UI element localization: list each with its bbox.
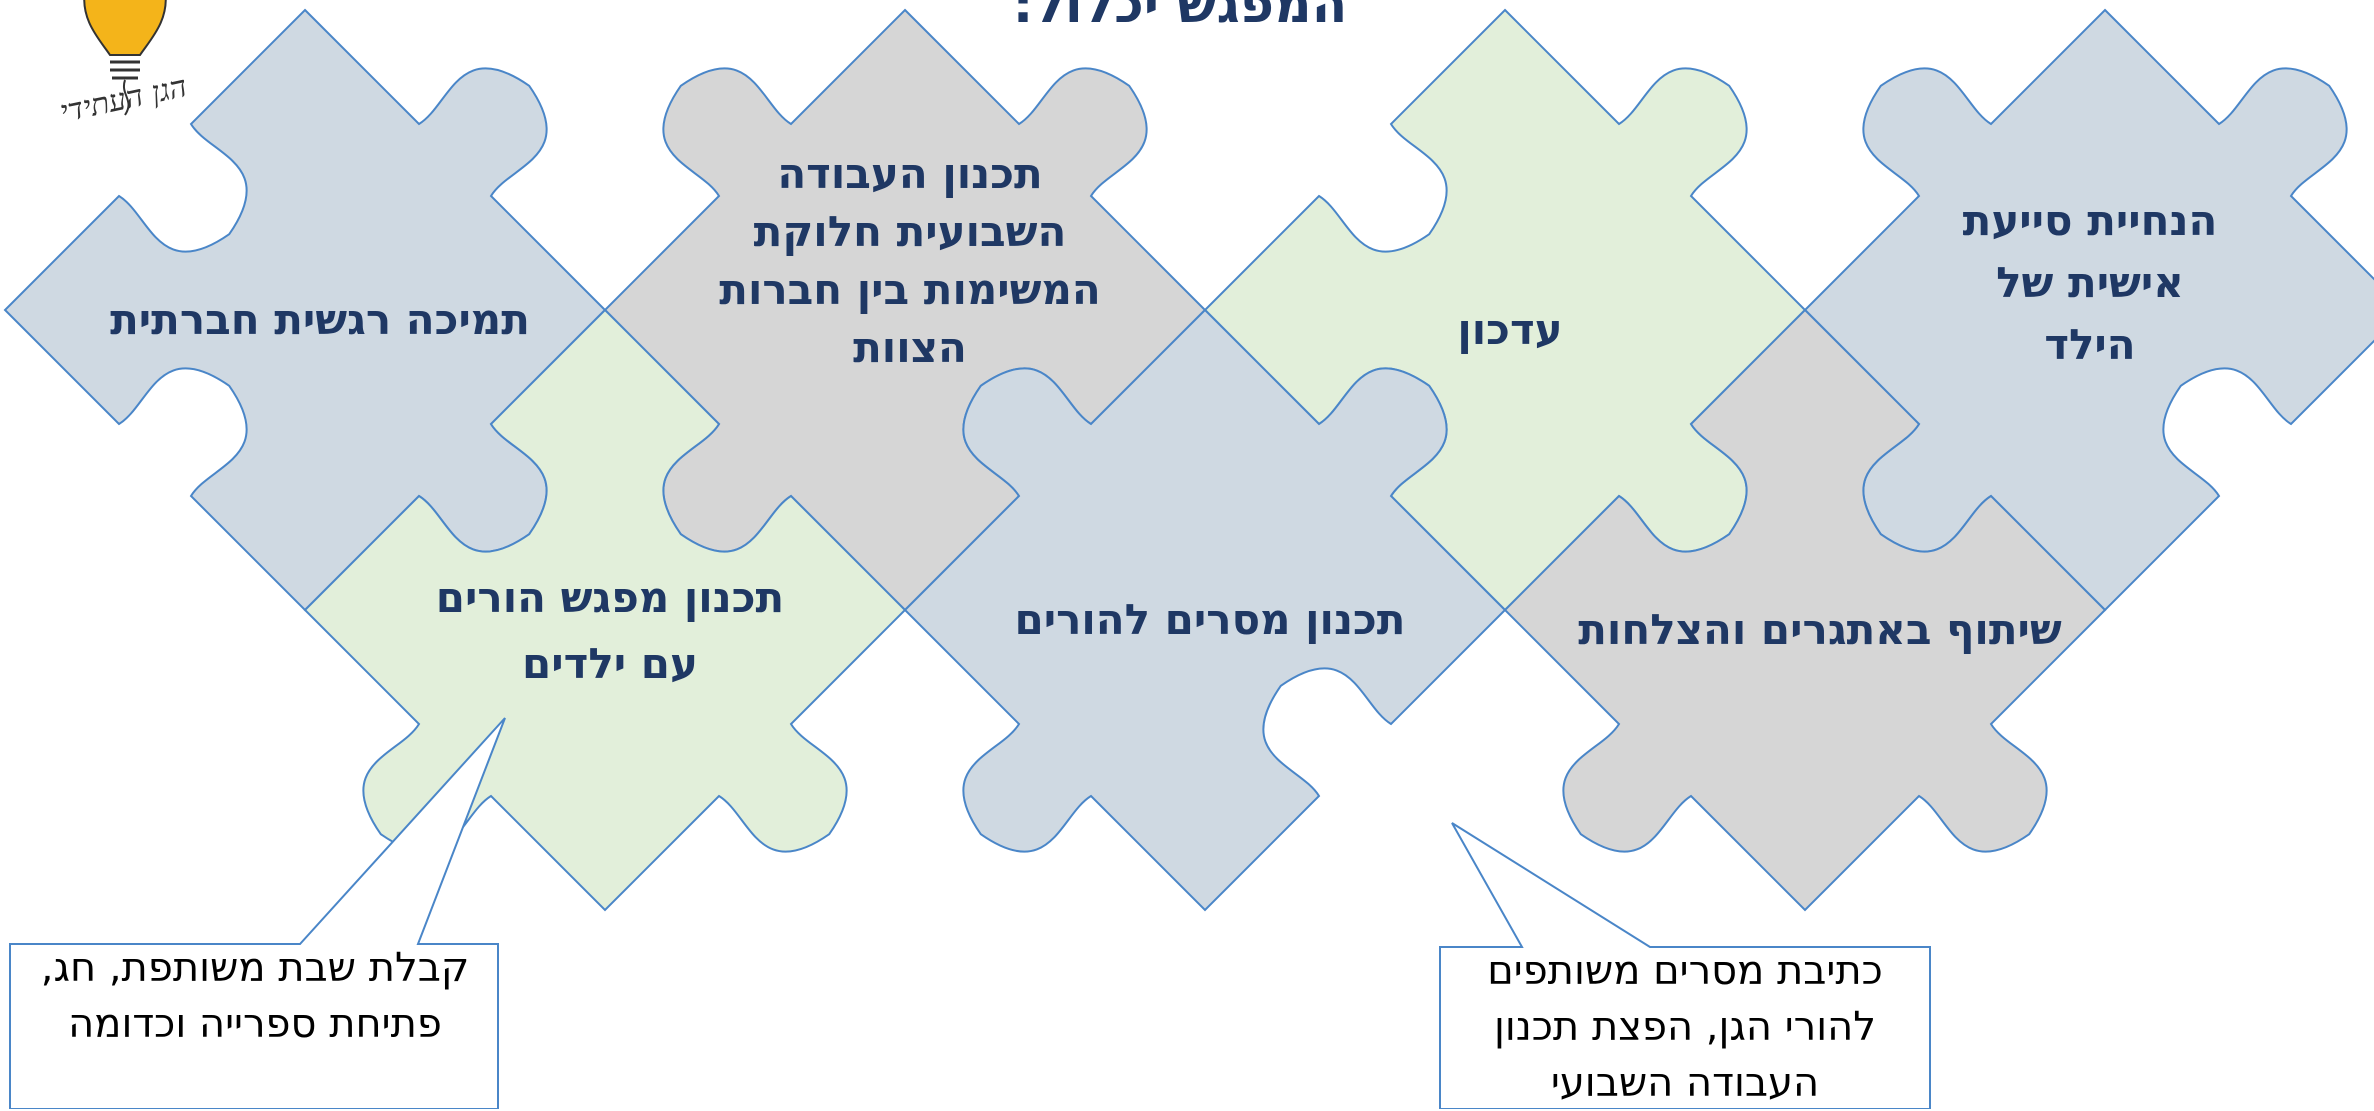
callout-box-right: [1439, 822, 1931, 1109]
callout-layer: [9, 717, 1931, 1109]
callout-box-left: [9, 717, 506, 1109]
piece-label-assistant-guidance: הנחיית סייעת אישית של הילד: [1962, 196, 2218, 369]
piece-label-weekly-planning: תכנון העבודה השבועית חלוקת המשימות בין ח…: [719, 149, 1101, 372]
diagram-title: המפגש יכלול:: [1012, 0, 1348, 35]
piece-label-parent-messages: תכנון מסרים להורים: [1014, 595, 1406, 644]
callout-text-right: כתיבת מסרים משותפים להורי הגן, הפצת תכנו…: [1487, 948, 1883, 1106]
piece-label-update: עדכון: [1457, 305, 1563, 354]
puzzle-piece-parent-messages: [903, 308, 1507, 912]
piece-label-emotional-support: תמיכה רגשית חברתית: [110, 295, 530, 344]
callout-text-left: קבלת שבת משותפת, חג, פתיחת ספרייה וכדומה: [40, 945, 470, 1047]
piece-label-sharing: שיתוף באתגרים והצלחות: [1578, 605, 2062, 654]
piece-label-parents-meeting: תכנון מפגש הורים עם ילדים: [435, 573, 785, 688]
puzzle-piece-sharing: [1503, 308, 2107, 912]
lightbulb-icon: [83, 0, 167, 116]
puzzle-piece-parents-meeting: [303, 308, 907, 912]
puzzle-layer: [3, 8, 2374, 912]
